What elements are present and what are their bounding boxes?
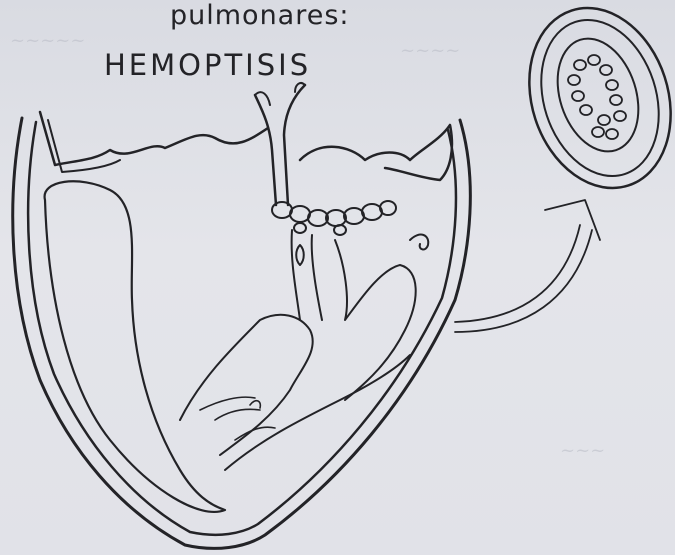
- central-chamber: [335, 240, 416, 400]
- magnified-vessel: [507, 0, 675, 207]
- valve-structure: [292, 230, 322, 320]
- pulmonary-artery-branch-right: [284, 85, 305, 205]
- small-curl: [410, 235, 428, 250]
- left-ventricle: [45, 181, 225, 512]
- bead-chain: [272, 201, 396, 235]
- pulmonary-artery-branch-left: [255, 95, 276, 205]
- chordae: [200, 397, 275, 440]
- pointer-arrow: [455, 225, 592, 332]
- right-atrium-outline: [300, 125, 452, 180]
- heart-top-rim: [40, 112, 268, 165]
- magnified-cells: [568, 55, 626, 139]
- chamber-floor: [225, 355, 410, 470]
- small-curl-2: [250, 401, 260, 408]
